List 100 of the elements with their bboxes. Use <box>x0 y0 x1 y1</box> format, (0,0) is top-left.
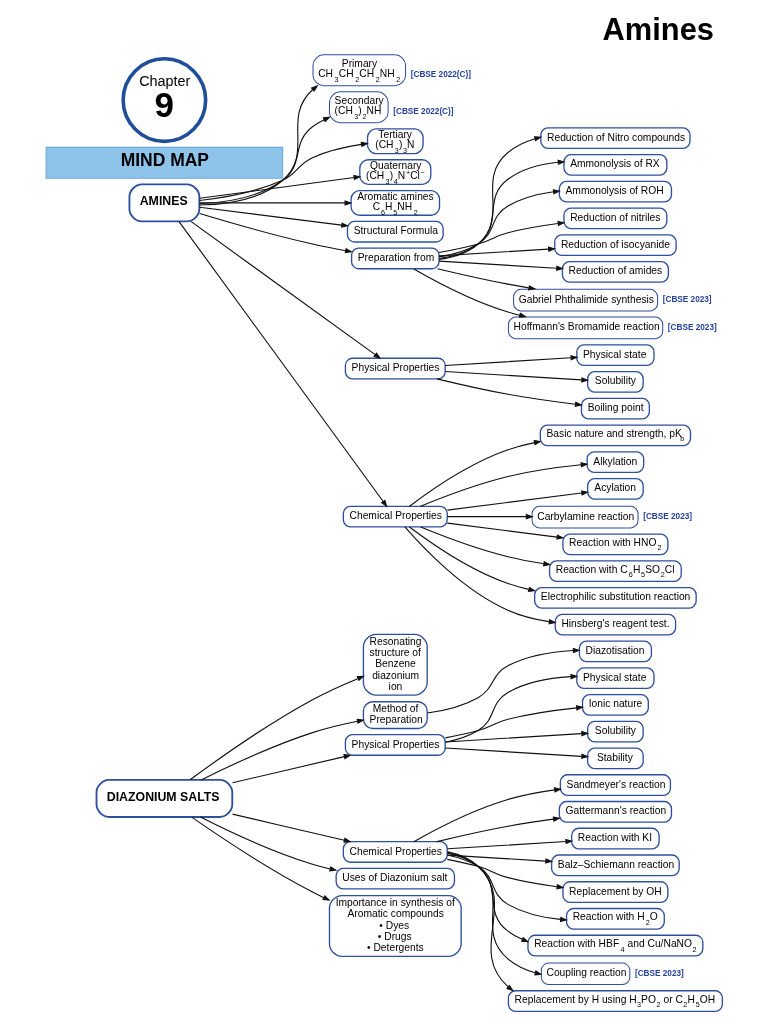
arrow <box>190 221 381 360</box>
node-box: Basic nature and strength, pK$_{b}$ <box>539 424 691 447</box>
node-label: [CBSE 2023] <box>662 295 712 305</box>
node-box: Solubility <box>586 720 644 743</box>
arrow <box>446 490 589 511</box>
arrow <box>231 754 352 784</box>
arrow <box>446 852 529 943</box>
node-box: Importance in synthesis of Aromatic compounds • Dyes • Drugs • Detergents <box>328 894 462 957</box>
node-box: Physical Properties <box>344 357 446 380</box>
node-box: Acylation <box>586 477 644 500</box>
arrow <box>438 246 556 257</box>
arrow <box>198 116 331 205</box>
arrow <box>426 647 581 714</box>
node-box: Tertiary (CH$_{3}$)$_{3}$N <box>366 128 424 155</box>
node-box: Reaction with HNO$_{2}$ <box>561 533 669 556</box>
arrow <box>198 84 319 206</box>
node-box: DIAZONIUM SALTS <box>95 779 233 818</box>
arrow <box>444 747 589 760</box>
arrow <box>198 141 369 202</box>
node-box: Chemical Properties <box>342 505 448 528</box>
arrow <box>198 206 349 228</box>
arrow <box>444 355 578 367</box>
node-box: Chemical Properties <box>342 840 448 863</box>
arrow <box>408 526 536 593</box>
node-box: Diazotisation <box>578 640 652 663</box>
node-box: Physical Properties <box>344 734 446 756</box>
node-box: Reaction with H$_{2}$O <box>565 907 665 930</box>
node-box: Reduction of Nitro compounds <box>539 127 691 150</box>
node-box: Coupling reaction <box>540 962 630 986</box>
node-box: Aromatic amines C$_{6}$H$_{5}$NH$_{2}$ <box>349 189 440 216</box>
arrow <box>438 220 566 254</box>
arrow <box>412 268 527 318</box>
arrow <box>444 673 578 743</box>
arrow <box>446 838 573 850</box>
node-box: Structural Formula <box>346 220 444 243</box>
node-circle: Chapter 9 <box>120 57 207 144</box>
node-box: Replacement by H using H$_{3}$PO$_{2}$ or C$_{2}$H$_{5}$OH <box>507 990 723 1012</box>
node-box: Preparation from <box>350 247 440 270</box>
arrow <box>446 513 534 520</box>
node-box: Hoffmann's Bromamide reaction <box>507 316 663 340</box>
node-label: [CBSE 2023] <box>642 512 692 522</box>
arrow <box>446 851 514 992</box>
node-box: Electrophilic substitution reaction <box>533 586 697 609</box>
arrow <box>419 526 551 567</box>
node-box: Reaction with C$_{6}$H$_{5}$SO$_{2}$Cl <box>548 560 682 583</box>
node-box: AMINES <box>128 183 200 223</box>
node-label: [CBSE 2023] <box>634 968 684 978</box>
arrow <box>408 439 542 507</box>
node-box: Ammonolysis of RX <box>562 153 667 176</box>
node-label: [CBSE 2023] <box>667 322 717 332</box>
arrow <box>446 522 564 540</box>
node-box: Ammonolysis of ROH <box>558 180 672 203</box>
arrow <box>190 816 331 901</box>
arrow <box>198 174 361 199</box>
arrow <box>438 189 561 258</box>
arrow <box>444 730 589 743</box>
node-box: Balz–Schiemann reaction <box>550 854 680 877</box>
node-box: Secondary (CH$_{3}$)$_{2}$NH <box>328 91 389 124</box>
arrow <box>446 851 542 976</box>
node-box: Physical state <box>575 344 655 367</box>
arrow <box>446 854 568 923</box>
node-box: Reaction with KI <box>570 827 660 850</box>
node-box: Reaction with HBF$_{4}$ and Cu/NaNO$_{2}$ <box>526 934 703 957</box>
node-box: MIND MAP <box>45 146 283 179</box>
node-box: Replacement by OH <box>561 881 669 903</box>
arrow <box>435 816 561 843</box>
node-box: Gabriel Phthalimide synthesis <box>512 288 658 312</box>
node-box: Quaternary (CH$_{3}$)$_{4}$N$^{+}$Cl$^{−}$ <box>358 159 431 186</box>
arrow <box>200 718 365 781</box>
node-box: Sandmeyer's reaction <box>559 774 671 797</box>
node-box: Hinsberg's reagent test. <box>554 613 676 636</box>
node-box: Solubility <box>586 370 644 393</box>
node-box: Alkylation <box>585 451 644 474</box>
diagram-title: Amines <box>602 12 714 48</box>
arrow <box>231 813 352 843</box>
arrow <box>436 268 536 291</box>
node-label: [CBSE 2022(C)] <box>410 69 471 79</box>
node-box: Reduction of amides <box>561 260 669 283</box>
node-label: [CBSE 2022(C)] <box>392 106 454 116</box>
node-box: Method of Preparation <box>362 701 428 730</box>
arrow <box>444 370 589 383</box>
node-box: Resonating structure of Benzene diazonium ion <box>362 633 428 696</box>
node-box: Carbylamine reaction <box>531 505 639 529</box>
arrow <box>178 221 388 508</box>
arrow <box>446 854 553 864</box>
arrow <box>446 858 564 890</box>
arrow <box>438 159 566 260</box>
arrow <box>412 787 562 843</box>
arrow <box>403 526 557 625</box>
arrow <box>198 212 353 254</box>
arrow <box>198 200 352 206</box>
node-box: Stability <box>586 747 644 770</box>
node-box: Gattermann's reaction <box>558 800 672 823</box>
node-box: Boiling point <box>580 397 650 420</box>
arrow <box>444 705 584 739</box>
arrow <box>438 136 542 260</box>
arrow <box>435 378 583 407</box>
arrow <box>188 675 365 781</box>
node-box: Physical state <box>575 667 655 690</box>
node-box: Reduction of isocyanide <box>553 234 677 257</box>
